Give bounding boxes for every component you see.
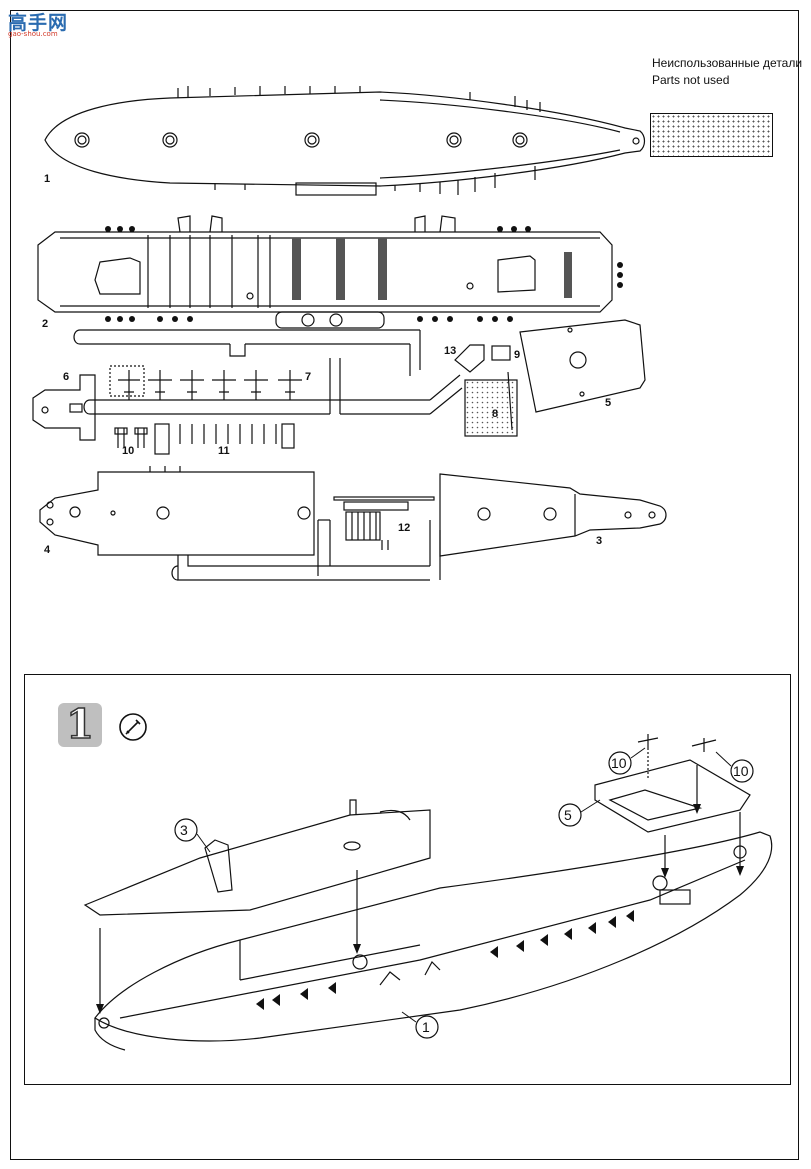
sprue-diagram: 1 2 3 4 5 6 7 8 9 10 11 12 13 [32,86,667,581]
label-part-10: 10 [122,445,134,457]
part-4 [39,471,315,556]
step-number-badge: 1 [58,703,102,747]
label-part-7: 7 [305,371,311,383]
step-number: 1 [65,701,94,748]
callout-part-5: 5 [564,807,572,823]
label-part-6: 6 [63,371,69,383]
label-part-5: 5 [605,397,611,409]
assembly-step-box [24,674,791,1085]
site-logo: 高手网 gao-shou.com [8,8,72,42]
part-7-aircraft [109,365,302,400]
assembled-part-5 [594,759,751,833]
label-part-13: 13 [444,345,456,357]
label-part-1: 1 [44,173,50,185]
part-3 [439,473,667,557]
glue-icon [119,713,147,741]
label-part-12: 12 [398,522,410,534]
part-12 [333,496,435,550]
assembled-hull [94,831,773,1042]
label-part-4: 4 [44,544,51,556]
unused-parts-russian-label: Неиспользованные детали [652,56,803,70]
assembled-part-3 [83,809,431,916]
callout-part-10-right: 10 [733,763,749,779]
part-5 [519,319,646,413]
unused-parts-english-label: Parts not used [652,73,730,87]
part-6 [32,374,96,441]
label-part-8: 8 [492,408,498,420]
part-2-deck [37,231,613,313]
label-part-3: 3 [596,535,602,547]
label-part-2: 2 [42,318,48,330]
label-part-9: 9 [514,349,520,361]
part-1-hull [44,91,646,187]
callout-part-3: 3 [180,822,188,838]
callout-part-1: 1 [422,1019,430,1035]
label-part-11: 11 [218,445,230,457]
logo-chinese-text: 高手网 [8,12,69,34]
logo-url-text: gao-shou.com [8,30,58,38]
callout-part-10-left: 10 [611,755,627,771]
unused-parts-swatch [650,113,773,157]
page-frame [10,10,799,1160]
